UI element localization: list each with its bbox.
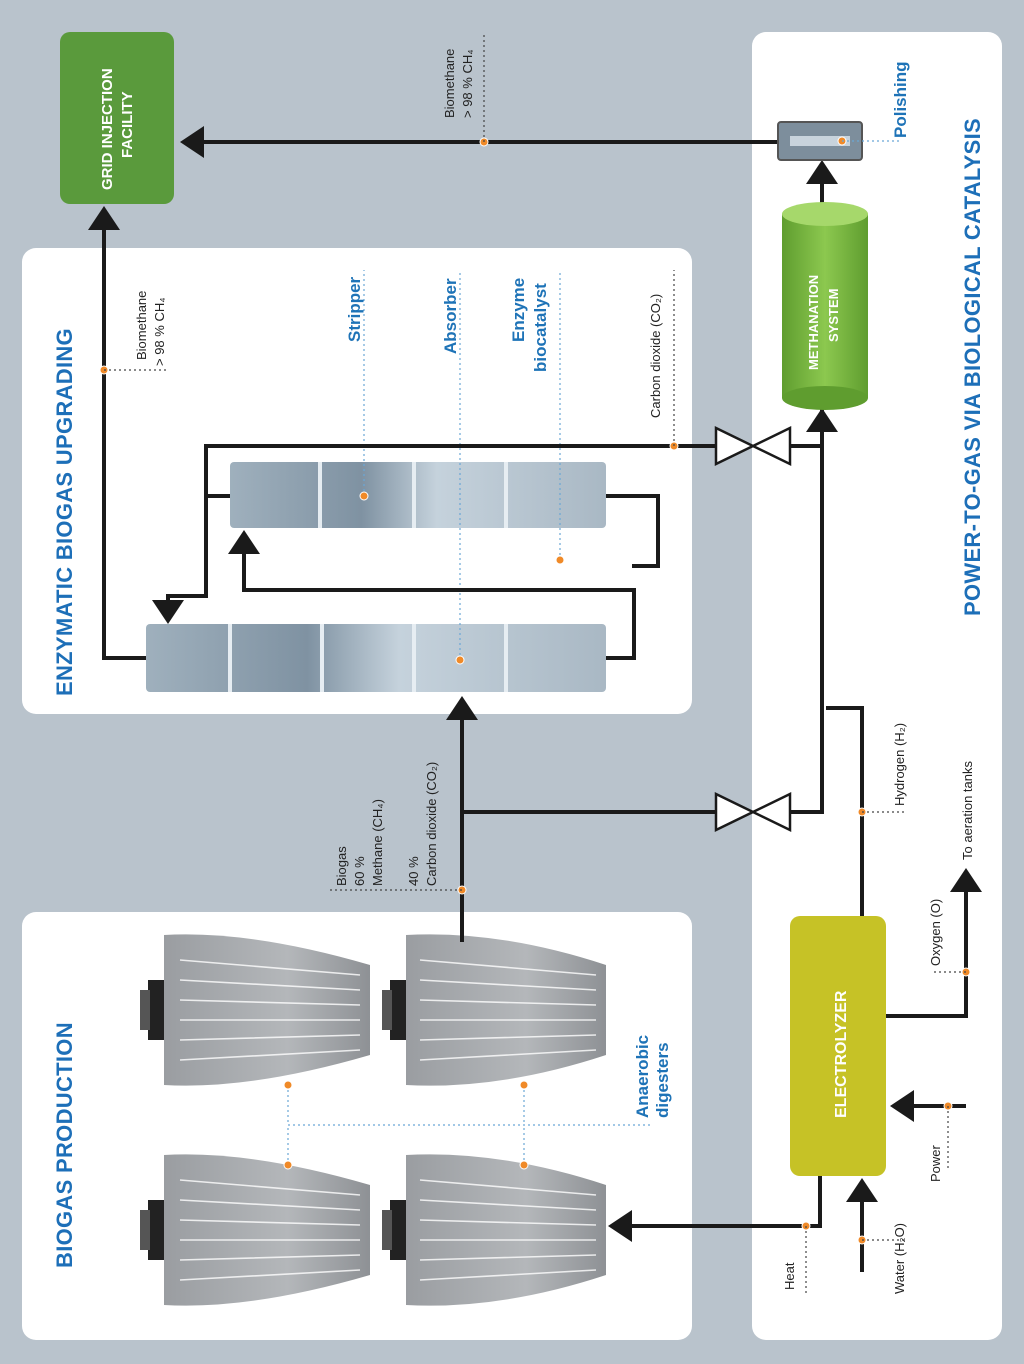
anaerobic-digesters-label-2: digesters (653, 1042, 672, 1118)
biogas-label-2: 60 % (352, 856, 367, 886)
hydrogen-label: Hydrogen (H₂) (892, 723, 907, 806)
solvent-loop-2 (606, 494, 660, 568)
power-label: Power (928, 1144, 943, 1182)
absorber-label: Absorber (441, 278, 460, 354)
anaerobic-digester-3 (382, 1154, 606, 1306)
biogas-production-title: BIOGAS PRODUCTION (52, 1022, 77, 1268)
anaerobic-digester-2 (140, 934, 370, 1086)
methanation-system (782, 202, 868, 410)
biogas-label-4: 40 % (406, 856, 421, 886)
methanation-label-1: METHANATION (806, 275, 821, 370)
biomethane-p2g-label-1: Biomethane (442, 49, 457, 118)
stripper-column (230, 462, 606, 528)
polishing-label: Polishing (891, 62, 910, 139)
absorber-column (146, 624, 606, 692)
solvent-loop-3 (152, 494, 230, 624)
biogas-bypass-flow (462, 404, 824, 814)
valve-co2[interactable] (714, 426, 792, 466)
electrolyzer-label: ELECTROLYZER (833, 990, 850, 1118)
heat-flow (608, 1176, 822, 1242)
biomethane-upgrading-label-2: > 98 % CH₄ (152, 297, 167, 366)
enzymatic-upgrading-title: ENZYMATIC BIOGAS UPGRADING (52, 328, 77, 696)
oxygen-flow (886, 868, 982, 1018)
oxygen-label: Oxygen (O) (928, 899, 943, 966)
polishing-unit (777, 121, 863, 161)
heat-label: Heat (782, 1262, 797, 1290)
to-aeration-tanks-label: To aeration tanks (960, 760, 975, 860)
biomethane-upgrading-label-1: Biomethane (134, 291, 149, 360)
anaerobic-digester-4 (382, 934, 606, 1086)
anaerobic-digesters-label-1: Anaerobic (633, 1035, 652, 1118)
power-to-gas-title: POWER-TO-GAS VIA BIOLOGICAL CATALYSIS (960, 118, 985, 616)
biogas-label-5: Carbon dioxide (CO₂) (424, 762, 439, 886)
methanation-label-2: SYSTEM (826, 289, 841, 342)
hydrogen-flow (826, 706, 864, 916)
stripper-label: Stripper (345, 276, 364, 342)
enzyme-label-1: Enzyme (509, 278, 528, 342)
biogas-label-1: Biogas (334, 846, 349, 886)
water-label: Water (H₂O) (892, 1223, 907, 1294)
valve-biogas[interactable] (714, 792, 792, 832)
carbon-dioxide-label: Carbon dioxide (CO₂) (648, 294, 663, 418)
grid-injection-label-2: FACILITY (119, 91, 136, 158)
biomethane-p2g-label-2: > 98 % CH₄ (460, 49, 475, 118)
biogas-label-3: Methane (CH₄) (370, 799, 385, 886)
grid-injection-facility-box (60, 32, 174, 204)
electrolyzer-box (790, 916, 886, 1176)
grid-injection-label-1: GRID INJECTION (99, 68, 116, 190)
solvent-loop-1 (228, 530, 636, 660)
biomethane-upgrading-flow (88, 206, 146, 660)
digester-ribs (179, 959, 597, 1281)
anaerobic-digester-1 (140, 1154, 370, 1306)
enzyme-label-2: biocatalyst (531, 283, 550, 372)
